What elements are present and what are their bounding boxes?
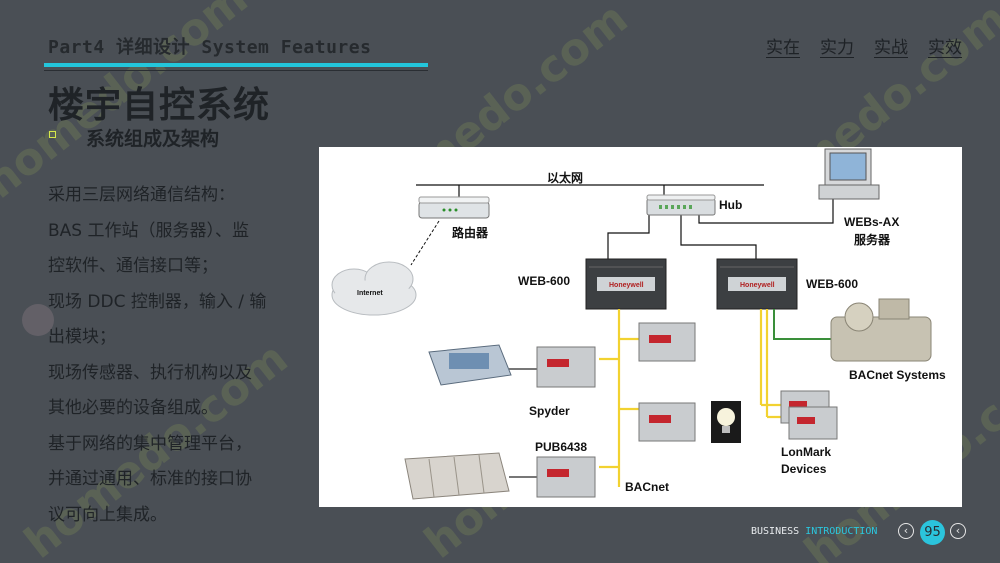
body-line: 基于网络的集中管理平台，: [48, 433, 252, 454]
chiller-icon: [830, 298, 932, 362]
ethernet-label: 以太网: [547, 171, 584, 185]
tag-item: 实在: [766, 38, 800, 58]
web600-right-label: WEB-600: [806, 277, 859, 291]
control-panel-icon: [428, 344, 512, 386]
controller-brand-label: Honeywell: [740, 282, 775, 289]
header-tags: 实在 实力 实战 实效: [766, 33, 962, 58]
footer-introduction: INTRODUCTION: [805, 526, 878, 537]
body-text: 采用三层网络通信结构： BAS 工作站（服务器）、监 控软件、通信接口等； 现场…: [48, 178, 298, 533]
web600-left-label: WEB-600: [518, 274, 571, 288]
ddc-module-icon: [536, 346, 596, 388]
body-line: 现场 DDC 控制器，输入 / 输: [48, 291, 267, 312]
part-title: Part4 详细设计 System Features: [48, 37, 372, 58]
bacnet-systems-label: BACnet Systems: [849, 368, 946, 382]
header-divider: [44, 70, 428, 71]
footer-business: BUSINESS: [751, 526, 800, 537]
hub-label: Hub: [719, 198, 743, 212]
page-title: 楼宇自控系统: [48, 85, 271, 126]
architecture-diagram: 以太网 路由器 Internet Hub WEBs-AX 服务器 WEB-600…: [319, 147, 962, 507]
body-line: 议可向上集成。: [48, 504, 167, 525]
ddc-module-icon: [638, 322, 696, 362]
internet-cloud-icon: [331, 261, 417, 316]
body-line: 其他必要的设备组成。: [48, 398, 218, 418]
tag-item: 实效: [928, 38, 962, 58]
workstation-icon: [818, 148, 880, 200]
body-line: BAS 工作站（服务器）、监: [48, 220, 249, 241]
internet-label: Internet: [357, 290, 383, 297]
page-number-badge: 95: [920, 520, 945, 545]
bacnet-label: BACnet: [625, 480, 669, 494]
ddc-module-icon: [638, 402, 696, 442]
body-line: 现场传感器、执行机构以及: [48, 362, 252, 383]
light-bulb-icon: [711, 401, 741, 443]
pub-label: PUB6438: [535, 440, 588, 454]
air-handling-unit-icon: [404, 452, 510, 500]
server-label-line2: 服务器: [854, 233, 891, 247]
server-label-line1: WEBs-AX: [844, 215, 900, 229]
ddc-module-icon: [780, 390, 838, 440]
controller-brand-label: Honeywell: [609, 282, 644, 289]
lonmark-label-line2: Devices: [781, 462, 827, 476]
lonmark-label-line1: LonMark: [781, 445, 832, 459]
section-subtitle: 系统组成及架构: [86, 128, 220, 150]
tag-item: 实力: [820, 38, 854, 58]
ddc-module-icon: [536, 456, 596, 498]
web600-controller-icon: [585, 258, 667, 310]
header-accent-line: [44, 63, 428, 67]
web600-controller-icon: [716, 258, 798, 310]
router-label: 路由器: [452, 226, 489, 240]
body-line: 出模块；: [48, 327, 116, 347]
tag-item: 实战: [874, 38, 908, 58]
body-line: 并通过通用、标准的接口协: [48, 469, 252, 489]
hub-icon: [646, 194, 716, 216]
spyder-label: Spyder: [529, 404, 570, 418]
body-line: 采用三层网络通信结构：: [48, 185, 235, 205]
chevron-left-icon[interactable]: ‹: [950, 523, 966, 539]
bullet-square-icon: [49, 131, 56, 138]
footer-caption: BUSINESS INTRODUCTION: [751, 526, 877, 537]
body-line: 控软件、通信接口等；: [48, 256, 218, 276]
diagram-graphics: [331, 148, 932, 500]
chevron-left-icon[interactable]: ‹: [898, 523, 914, 539]
router-icon: [418, 196, 490, 219]
